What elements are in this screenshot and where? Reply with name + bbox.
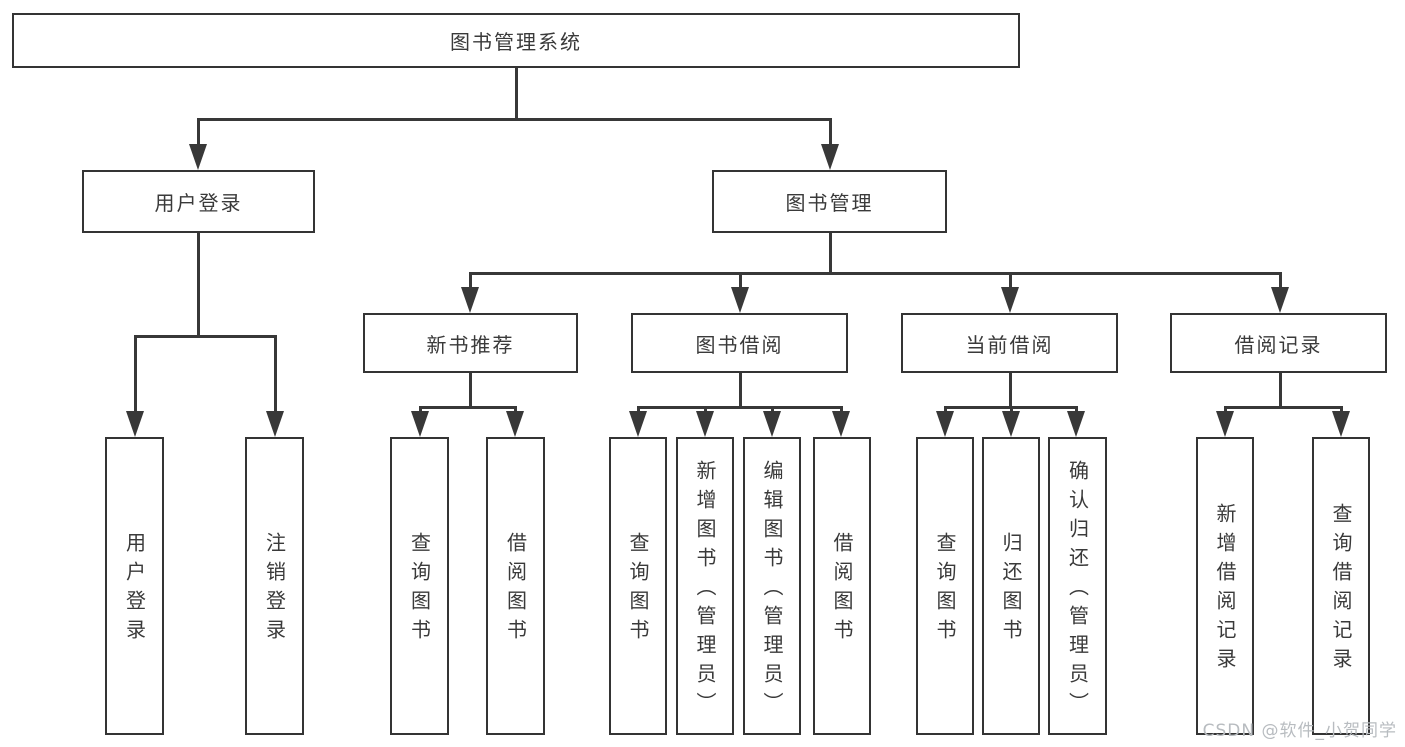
connector-line	[134, 335, 137, 413]
node-book-management-label: 图书管理	[785, 191, 874, 215]
arrow-down	[629, 411, 647, 437]
arrow-down	[1067, 411, 1085, 437]
node-new-book-recommend-label: 新书推荐	[426, 332, 515, 357]
connector-line	[944, 406, 947, 414]
node-current-borrowing-label: 当前借阅	[965, 332, 1054, 357]
leaf-query-borrow-record: 查询借阅记录	[1312, 437, 1370, 735]
connector-line	[134, 335, 276, 338]
arrow-down	[126, 411, 144, 437]
connector-line	[771, 406, 774, 414]
connector-line	[197, 118, 200, 148]
arrow-down	[1001, 287, 1019, 313]
leaf-query-books-1: 查询图书	[390, 437, 449, 735]
node-current-borrowing: 当前借阅	[901, 313, 1118, 373]
leaf-add-borrow-record-label: 新增借阅记录	[1213, 503, 1237, 677]
connector-line	[1009, 373, 1012, 406]
connector-line	[197, 118, 831, 121]
leaf-query-books-3: 查询图书	[916, 437, 974, 735]
arrow-down	[1216, 411, 1234, 437]
leaf-return-books: 归还图书	[982, 437, 1040, 735]
node-book-borrowing-label: 图书借阅	[695, 332, 784, 357]
leaf-query-books-3-label: 查询图书	[933, 532, 957, 648]
node-book-borrowing: 图书借阅	[631, 313, 848, 373]
leaf-borrow-books-2-label: 借阅图书	[830, 532, 854, 648]
leaf-edit-book-admin: 编辑图书（管理员）	[743, 437, 801, 735]
connector-line	[1279, 373, 1282, 406]
connector-line	[419, 406, 422, 414]
node-root: 图书管理系统	[12, 13, 1020, 68]
arrow-down	[1271, 287, 1289, 313]
leaf-add-book-admin: 新增图书（管理员）	[676, 437, 734, 735]
connector-line	[1224, 406, 1227, 414]
connector-line	[1340, 406, 1343, 414]
leaf-logout: 注销登录	[245, 437, 304, 735]
connector-line	[637, 406, 842, 409]
connector-line	[469, 272, 1281, 275]
arrow-down	[411, 411, 429, 437]
connector-line	[840, 406, 843, 414]
connector-line	[829, 233, 832, 272]
connector-line	[1009, 272, 1012, 290]
arrow-down	[696, 411, 714, 437]
connector-line	[1010, 406, 1013, 414]
connector-line	[469, 373, 472, 406]
arrow-down	[832, 411, 850, 437]
arrow-down	[461, 287, 479, 313]
leaf-borrow-books-1: 借阅图书	[486, 437, 545, 735]
connector-line	[514, 406, 517, 414]
arrow-down	[1002, 411, 1020, 437]
leaf-query-books-2-label: 查询图书	[626, 532, 650, 648]
leaf-query-books-2: 查询图书	[609, 437, 667, 735]
connector-line	[739, 272, 742, 290]
leaf-add-borrow-record: 新增借阅记录	[1196, 437, 1254, 735]
arrow-down	[266, 411, 284, 437]
leaf-borrow-books-2: 借阅图书	[813, 437, 871, 735]
arrow-down	[189, 144, 207, 170]
leaf-add-book-admin-label: 新增图书（管理员）	[693, 459, 717, 721]
leaf-query-books-1-label: 查询图书	[407, 532, 432, 648]
connector-line	[704, 406, 707, 414]
node-borrow-records: 借阅记录	[1170, 313, 1387, 373]
node-book-management: 图书管理	[712, 170, 947, 233]
connector-line	[274, 335, 277, 413]
leaf-logout-label: 注销登录	[262, 532, 287, 648]
leaf-edit-book-admin-label: 编辑图书（管理员）	[760, 459, 784, 721]
watermark: CSDN @软件_小贺同学	[1202, 721, 1397, 741]
leaf-query-borrow-record-label: 查询借阅记录	[1329, 503, 1353, 677]
connector-line	[419, 406, 517, 409]
arrow-down	[1332, 411, 1350, 437]
node-user-login: 用户登录	[82, 170, 315, 233]
connector-line	[739, 373, 742, 406]
node-root-label: 图书管理系统	[450, 30, 582, 54]
connector-line	[197, 233, 200, 335]
connector-line	[515, 68, 518, 118]
connector-line	[469, 272, 472, 290]
node-new-book-recommend: 新书推荐	[363, 313, 578, 373]
arrow-down	[506, 411, 524, 437]
leaf-confirm-return-admin-label: 确认归还（管理员）	[1065, 459, 1090, 721]
node-user-login-label: 用户登录	[154, 191, 243, 215]
arrow-down	[731, 287, 749, 313]
connector-line	[1224, 406, 1342, 409]
leaf-borrow-books-1-label: 借阅图书	[503, 532, 528, 648]
leaf-return-books-label: 归还图书	[999, 532, 1023, 648]
leaf-user-login-label: 用户登录	[122, 532, 147, 648]
leaf-user-login: 用户登录	[105, 437, 164, 735]
connector-line	[829, 118, 832, 148]
arrow-down	[936, 411, 954, 437]
arrow-down	[821, 144, 839, 170]
connector-line	[637, 406, 640, 414]
connector-line	[1279, 272, 1282, 290]
arrow-down	[763, 411, 781, 437]
connector-line	[1075, 406, 1078, 414]
node-borrow-records-label: 借阅记录	[1234, 332, 1323, 357]
leaf-confirm-return-admin: 确认归还（管理员）	[1048, 437, 1107, 735]
